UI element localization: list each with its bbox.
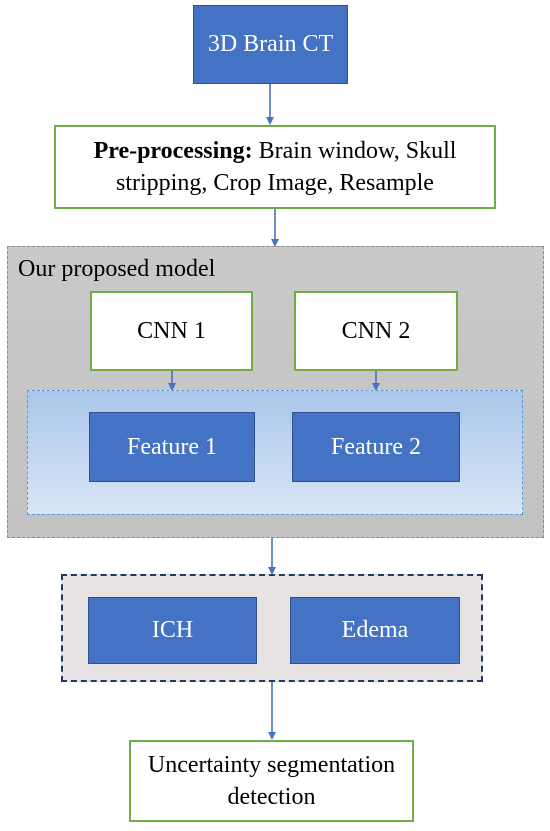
preprocessing-line-2: stripping, Crop Image, Resample	[116, 170, 434, 196]
preprocessing-box: Pre-processing: Brain window, Skull stri…	[54, 125, 496, 209]
ich-label: ICH	[151, 617, 194, 643]
input-label: 3D Brain CT	[207, 31, 334, 57]
final-line-1: Uncertainty segmentation	[147, 752, 396, 778]
feature-1-box: Feature 1	[89, 412, 255, 482]
feature-2-box: Feature 2	[292, 412, 460, 482]
cnn-1-label: CNN 1	[137, 317, 206, 344]
preprocessing-text-1: Brain window, Skull	[252, 138, 457, 164]
proposed-model-title: Our proposed model	[18, 256, 216, 282]
feature-2-label: Feature 2	[331, 433, 421, 460]
edema-label: Edema	[341, 617, 409, 643]
cnn-2-label: CNN 2	[341, 317, 411, 344]
input-box-3d-brain-ct: 3D Brain CT	[193, 5, 348, 84]
edema-box: Edema	[290, 597, 460, 664]
cnn-1-box: CNN 1	[90, 291, 253, 371]
uncertainty-segmentation-box: Uncertainty segmentation detection	[129, 740, 414, 822]
feature-1-label: Feature 1	[127, 433, 217, 460]
final-line-2: detection	[227, 784, 316, 810]
ich-box: ICH	[88, 597, 257, 664]
preprocessing-line-1: Pre-processing: Brain window, Skull	[94, 135, 457, 167]
preprocessing-bold-label: Pre-processing:	[93, 138, 253, 164]
cnn-2-box: CNN 2	[294, 291, 458, 371]
